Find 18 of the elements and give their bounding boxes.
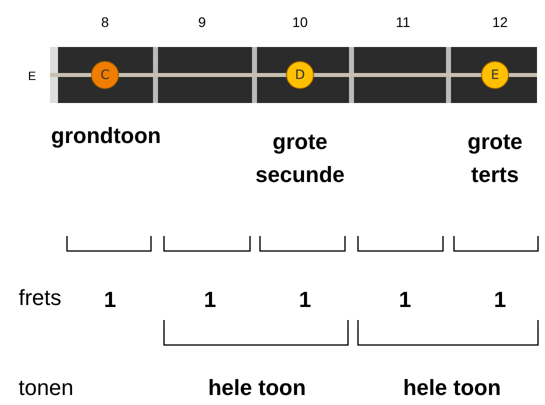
interval-label: grote terts — [466, 128, 524, 189]
row-label: tonen — [18, 375, 74, 401]
string-label: E — [28, 69, 36, 83]
fret-count: 1 — [398, 287, 412, 313]
row-label: frets — [18, 285, 62, 311]
fret-count: 1 — [204, 287, 216, 313]
fret-number: 9 — [198, 14, 206, 30]
step-label: hele toon — [403, 375, 501, 401]
fret-count: 1 — [298, 287, 312, 313]
fret-count: 1 — [104, 287, 116, 313]
fret-count: 1 — [494, 287, 506, 313]
interval-label: grondtoon — [51, 123, 161, 149]
fret-number: 8 — [101, 14, 109, 30]
fret-number: 10 — [292, 14, 308, 30]
fret-number: 12 — [492, 14, 508, 30]
interval-label: grote secunde — [254, 128, 346, 189]
step-label: hele toon — [208, 375, 306, 401]
fret-number: 11 — [396, 14, 410, 30]
